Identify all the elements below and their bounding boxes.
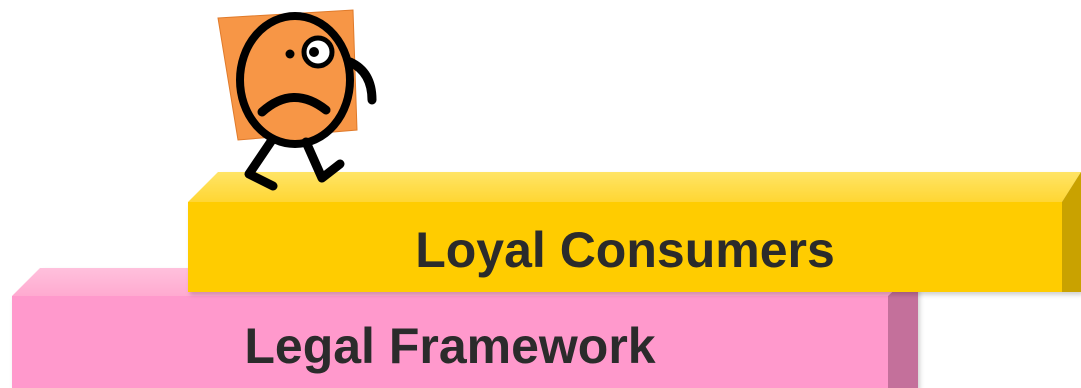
- step-legal-framework-front: [12, 296, 888, 388]
- step-loyal-consumers-top: [188, 172, 1081, 202]
- character-right-pupil: [309, 47, 319, 57]
- step-loyal-consumers-label: Loyal Consumers: [415, 222, 835, 278]
- worried-walking-character-icon: [217, 9, 377, 191]
- step-loyal-consumers-side: [1062, 172, 1081, 292]
- step-loyal-consumers-front: [188, 202, 1062, 292]
- character-right-leg: [301, 137, 345, 183]
- character-left-eye: [285, 49, 295, 59]
- character-frown: [257, 93, 331, 117]
- character-head: [236, 12, 354, 148]
- step-legal-framework-label: Legal Framework: [244, 318, 655, 374]
- step-legal-framework-side: [888, 268, 918, 388]
- step-loyal-consumers: [188, 172, 1081, 292]
- character-arm: [345, 57, 377, 105]
- character-left-leg: [244, 135, 278, 191]
